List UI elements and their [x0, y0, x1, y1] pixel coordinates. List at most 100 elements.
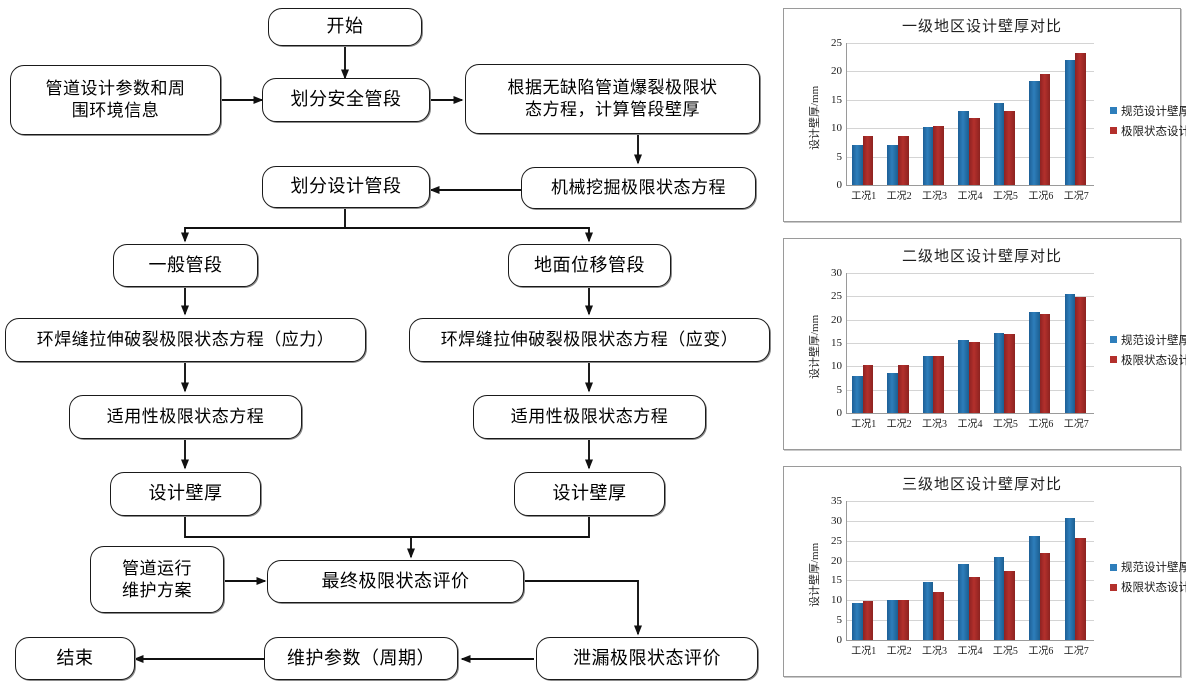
chart-legend-label: 极限状态设计壁厚: [1121, 125, 1186, 138]
node-divide-safe-segment-label: 划分安全管段: [290, 89, 402, 110]
chart-y-tick-label: 10: [831, 122, 842, 135]
chart-legend-swatch-icon: [1110, 336, 1117, 344]
node-serviceability-equation-left[interactable]: 适用性极限状态方程: [69, 395, 302, 439]
chart-y-tick-label: 10: [831, 360, 842, 373]
chart-title: 一级地区设计壁厚对比: [901, 19, 1062, 35]
node-divide-design-segment[interactable]: 划分设计管段: [262, 166, 430, 208]
chart-gridline: [846, 43, 1094, 44]
node-pipeline-operation-maintenance-plan-label: 管道运行 维护方案: [122, 558, 192, 600]
chart-bar: [958, 110, 969, 185]
node-leak-limit-state-evaluation[interactable]: 泄漏极限状态评价: [536, 637, 758, 680]
node-end[interactable]: 结束: [15, 637, 135, 680]
chart-y-axis-line: [846, 43, 847, 185]
chart-bar: [887, 600, 899, 640]
chart-bar: [887, 144, 899, 185]
chart-bar-group: [846, 43, 881, 185]
node-weld-tensile-strain-equation[interactable]: 环焊缝拉伸破裂极限状态方程（应变）: [409, 318, 770, 362]
chart-bar: [968, 117, 980, 185]
chart-y-axis-label: 设计壁厚/mm: [809, 542, 821, 607]
chart-y-tick-label: 5: [836, 383, 843, 396]
chart-bar: [898, 600, 909, 640]
node-general-segment[interactable]: 一般管段: [113, 244, 258, 287]
chart-bar-group: [846, 273, 881, 413]
chart-bar: [922, 582, 934, 640]
chart-gridline: [846, 540, 1094, 542]
node-final-limit-state-evaluation[interactable]: 最终极限状态评价: [267, 560, 524, 603]
chart-y-axis-line: [846, 273, 847, 413]
chart-gridline: [846, 99, 1094, 101]
node-design-thickness-left[interactable]: 设计壁厚: [110, 472, 261, 516]
node-end-label: 结束: [56, 647, 94, 668]
chart-y-tick-label: 25: [831, 534, 842, 547]
chart-bar-group: [881, 501, 916, 640]
chart-bar-group: [1023, 43, 1058, 185]
chart-x-tick-label: 工况5: [992, 191, 1018, 202]
chart-bar-group: [952, 501, 987, 640]
chart-bar-group: [881, 43, 916, 185]
chart-bar-group: [846, 501, 881, 640]
chart-bar: [898, 365, 909, 413]
chart-bar: [933, 591, 945, 640]
chart-legend-item: 规范设计壁厚: [1110, 559, 1186, 575]
chart-gridline: [846, 640, 1094, 641]
node-mechanical-excavation-equation[interactable]: 机械挖掘极限状态方程: [521, 167, 756, 209]
flowchart: 开始 管道设计参数和周 围环境信息 划分安全管段 根据无缺陷管道爆裂极限状 态方…: [5, 8, 770, 680]
chart-y-tick-label: 15: [831, 337, 842, 349]
node-burst-limit-state-equation-label: 根据无缺陷管道爆裂极限状 态方程，计算管段壁厚: [507, 78, 718, 119]
chart-x-tick-label: 工况2: [886, 646, 912, 657]
node-serviceability-equation-right[interactable]: 适用性极限状态方程: [473, 395, 706, 439]
chart-gridline: [846, 560, 1094, 562]
chart-y-tick-label: 35: [831, 495, 842, 507]
chart-legend-item: 规范设计壁厚: [1110, 332, 1186, 348]
chart-bar-group: [1059, 43, 1094, 185]
node-start[interactable]: 开始: [268, 8, 422, 46]
chart-x-tick-label: 工况1: [851, 419, 877, 430]
node-weld-tensile-stress-equation[interactable]: 环焊缝拉伸破裂极限状态方程（应力）: [5, 318, 366, 362]
chart-bar: [852, 376, 863, 413]
chart-x-tick-label: 工况5: [992, 419, 1018, 430]
node-divide-safe-segment[interactable]: 划分安全管段: [262, 78, 430, 122]
node-start-label: 开始: [326, 16, 364, 37]
node-maintenance-parameters[interactable]: 维护参数（周期）: [264, 637, 458, 680]
node-ground-displacement-segment[interactable]: 地面位移管段: [508, 244, 671, 287]
chart-y-tick-label: 15: [831, 93, 842, 106]
chart-bar-group: [988, 43, 1023, 185]
chart-gridline: [846, 273, 1094, 274]
chart-x-tick-label: 工况6: [1028, 419, 1054, 430]
chart-bar: [1039, 313, 1051, 413]
node-burst-limit-state-equation[interactable]: 根据无缺陷管道爆裂极限状 态方程，计算管段壁厚: [465, 64, 760, 134]
chart-bar: [1075, 538, 1086, 640]
chart-y-tick-label: 10: [831, 594, 842, 607]
chart-bar: [922, 356, 934, 413]
chart-legend-item: 极限状态设计壁厚: [1110, 352, 1186, 368]
chart-bar: [1039, 74, 1051, 185]
chart-bar: [862, 136, 874, 185]
chart-bar: [1029, 312, 1040, 413]
node-design-params[interactable]: 管道设计参数和周 围环境信息: [10, 65, 221, 135]
chart-y-axis-line: [846, 501, 847, 640]
node-weld-tensile-stress-equation-label: 环焊缝拉伸破裂极限状态方程（应力）: [36, 330, 335, 350]
chart-legend-swatch-icon: [1110, 563, 1117, 571]
chart-y-tick-label: 0: [836, 179, 843, 191]
node-general-segment-label: 一般管段: [148, 254, 223, 275]
chart-x-tick-label: 工况6: [1028, 646, 1054, 657]
chart-bar-group: [917, 501, 952, 640]
chart-bar-group: [952, 43, 987, 185]
chart-y-axis-label: 设计壁厚/mm: [809, 85, 821, 150]
chart-y-tick-label: 25: [831, 37, 842, 49]
node-pipeline-operation-maintenance-plan[interactable]: 管道运行 维护方案: [90, 546, 224, 613]
chart-x-tick-label: 工况4: [957, 191, 983, 202]
chart-legend-item: 极限状态设计壁厚: [1110, 579, 1186, 595]
node-design-thickness-right[interactable]: 设计壁厚: [514, 472, 665, 516]
chart-legend-swatch-icon: [1110, 583, 1117, 591]
chart-bar: [1075, 297, 1086, 413]
chart-x-tick-label: 工况4: [957, 646, 983, 657]
chart-gridline: [846, 296, 1094, 298]
chart-bar-group: [917, 273, 952, 413]
node-divide-design-segment-label: 划分设计管段: [290, 176, 402, 197]
chart-bar: [933, 356, 945, 413]
node-leak-limit-state-evaluation-label: 泄漏极限状态评价: [573, 647, 721, 668]
